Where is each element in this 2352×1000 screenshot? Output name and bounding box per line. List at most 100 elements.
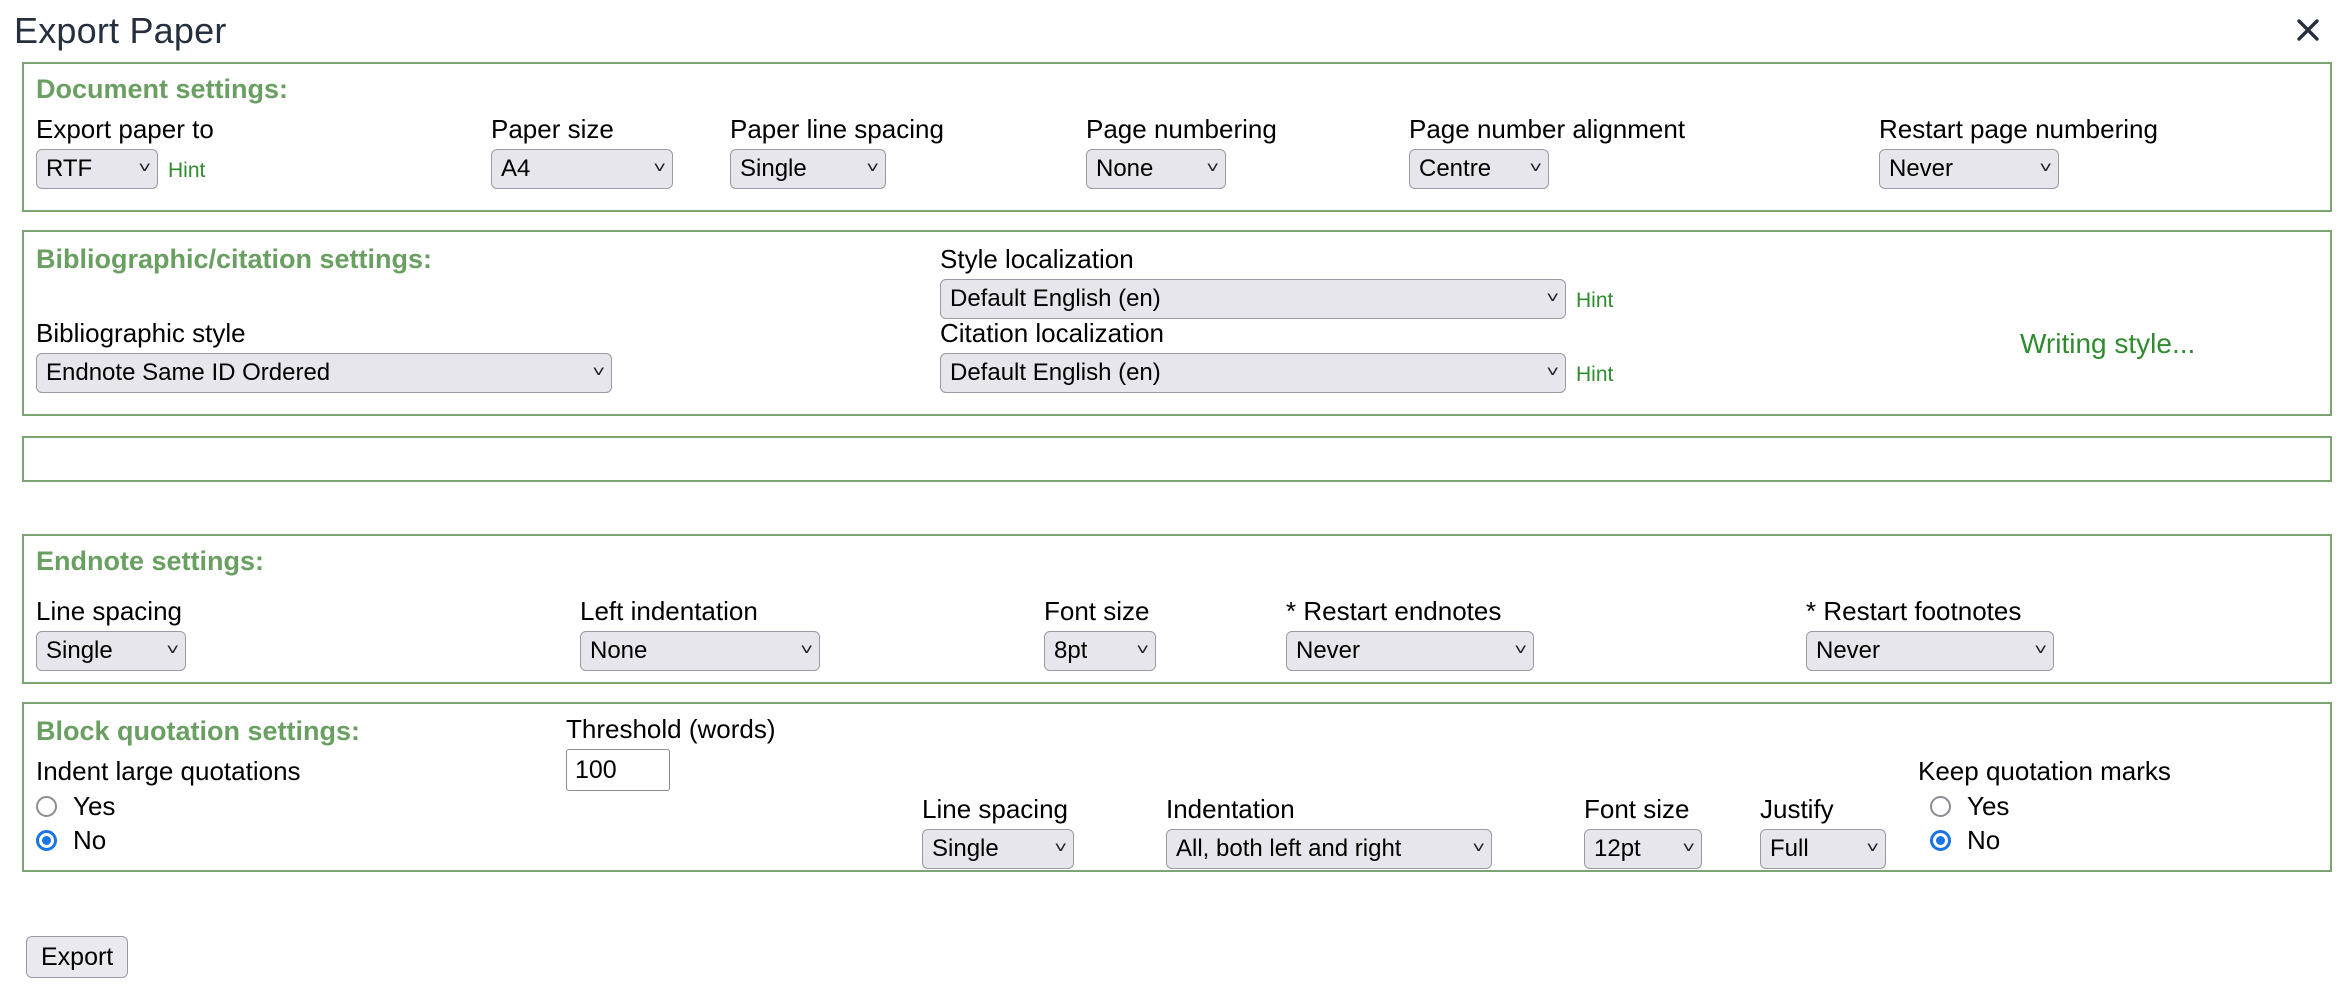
keep-quotation-marks-option-yes[interactable]: Yes (1918, 789, 2171, 823)
radio-keep-quotes-no-label[interactable]: No (1967, 824, 2001, 855)
endnote-font-size-value: 8pt (1054, 637, 1088, 665)
block-quotation-settings-heading: Block quotation settings: (36, 716, 360, 746)
restart-endnotes-value: Never (1296, 637, 1361, 665)
restart-page-numbering-select[interactable]: Never ˅ (1879, 149, 2059, 190)
style-localization-value: Default English (en) (950, 285, 1161, 313)
restart-endnotes-select[interactable]: Never ˅ (1286, 631, 1534, 672)
block-indentation-label: Indentation (1166, 794, 1295, 824)
block-justify-value: Full (1770, 835, 1809, 863)
page-number-alignment-value: Centre (1419, 155, 1492, 183)
writing-style-link[interactable]: Writing style... (2020, 328, 2196, 359)
block-quotation-settings-panel: Block quotation settings: Indent large q… (22, 702, 2332, 872)
close-icon[interactable] (2286, 8, 2330, 52)
endnote-settings-heading: Endnote settings: (36, 546, 264, 576)
paper-line-spacing-value: Single (740, 155, 807, 183)
radio-indent-yes-label[interactable]: Yes (73, 790, 116, 821)
endnote-line-spacing-select[interactable]: Single ˅ (36, 631, 186, 672)
chevron-down-icon: ˅ (800, 642, 813, 660)
page-number-alignment-label: Page number alignment (1409, 114, 1686, 144)
chevron-down-icon: ˅ (1054, 840, 1067, 858)
radio-keep-quotes-yes-label[interactable]: Yes (1967, 790, 2010, 821)
chevron-down-icon: ˅ (166, 642, 179, 660)
threshold-words-input[interactable] (566, 749, 670, 792)
endnote-font-size-label: Font size (1044, 596, 1150, 626)
page-numbering-label: Page numbering (1086, 114, 1277, 144)
chevron-down-icon: ˅ (1472, 840, 1485, 858)
export-paper-to-value: RTF (46, 155, 93, 183)
endnote-left-indentation-value: None (590, 637, 648, 665)
restart-page-numbering-value: Never (1889, 155, 1954, 183)
document-settings-heading: Document settings: (36, 74, 289, 104)
page-numbering-value: None (1096, 155, 1154, 183)
endnote-left-indentation-select[interactable]: None ˅ (580, 631, 820, 672)
paper-line-spacing-label: Paper line spacing (730, 114, 944, 144)
endnote-line-spacing-label: Line spacing (36, 596, 182, 626)
chevron-down-icon: ˅ (653, 160, 666, 178)
block-line-spacing-select[interactable]: Single ˅ (922, 829, 1074, 870)
paper-size-select[interactable]: A4 ˅ (491, 149, 673, 190)
page-number-alignment-select[interactable]: Centre ˅ (1409, 149, 1549, 190)
restart-page-numbering-label: Restart page numbering (1879, 114, 2158, 144)
style-localization-label: Style localization (940, 244, 1134, 274)
paper-line-spacing-select[interactable]: Single ˅ (730, 149, 886, 190)
indent-large-quotations-option-no[interactable]: No (36, 823, 301, 857)
block-justify-select[interactable]: Full ˅ (1760, 829, 1886, 870)
radio-keep-quotes-yes[interactable] (1930, 795, 1951, 817)
endnote-settings-panel: Endnote settings: Line spacing Single ˅ … (22, 534, 2332, 684)
window-titlebar: Export Paper (0, 0, 2352, 62)
chevron-down-icon: ˅ (1866, 840, 1879, 858)
chevron-down-icon: ˅ (1206, 160, 1219, 178)
style-localization-hint-link[interactable]: Hint (1576, 289, 1614, 313)
chevron-down-icon: ˅ (2034, 642, 2047, 660)
block-line-spacing-label: Line spacing (922, 794, 1068, 824)
endnote-line-spacing-value: Single (46, 637, 113, 665)
block-font-size-select[interactable]: 12pt ˅ (1584, 829, 1702, 870)
chevron-down-icon: ˅ (1682, 840, 1695, 858)
endnote-left-indentation-label: Left indentation (580, 596, 758, 626)
paper-size-label: Paper size (491, 114, 614, 144)
export-paper-to-hint-link[interactable]: Hint (168, 159, 206, 183)
document-settings-panel: Document settings: Export paper to RTF ˅… (22, 62, 2332, 212)
keep-quotation-marks-option-no[interactable]: No (1918, 823, 2171, 857)
block-font-size-label: Font size (1584, 794, 1690, 824)
chevron-down-icon: ˅ (1529, 160, 1542, 178)
export-paper-to-label: Export paper to (36, 114, 214, 144)
citation-localization-select[interactable]: Default English (en) ˅ (940, 353, 1566, 394)
style-localization-select[interactable]: Default English (en) ˅ (940, 279, 1566, 320)
threshold-words-label: Threshold (words) (566, 714, 776, 744)
bibliographic-style-label: Bibliographic style (36, 318, 246, 348)
indent-large-quotations-option-yes[interactable]: Yes (36, 789, 301, 823)
keep-quotation-marks-label: Keep quotation marks (1918, 756, 2171, 786)
radio-indent-no-label[interactable]: No (73, 824, 107, 855)
bibliographic-style-select[interactable]: Endnote Same ID Ordered ˅ (36, 353, 612, 394)
bibliographic-settings-heading: Bibliographic/citation settings: (36, 244, 433, 274)
endnote-font-size-select[interactable]: 8pt ˅ (1044, 631, 1156, 672)
page-numbering-select[interactable]: None ˅ (1086, 149, 1226, 190)
chevron-down-icon: ˅ (1546, 290, 1559, 308)
block-justify-label: Justify (1760, 794, 1834, 824)
block-indentation-select[interactable]: All, both left and right ˅ (1166, 829, 1492, 870)
chevron-down-icon: ˅ (866, 160, 879, 178)
paper-size-value: A4 (501, 155, 531, 183)
indent-large-quotations-label: Indent large quotations (36, 756, 301, 786)
chevron-down-icon: ˅ (1546, 364, 1559, 382)
export-paper-to-select[interactable]: RTF ˅ (36, 149, 158, 190)
chevron-down-icon: ˅ (138, 160, 151, 178)
page-title: Export Paper (14, 10, 227, 51)
restart-footnotes-value: Never (1816, 637, 1881, 665)
block-font-size-value: 12pt (1594, 835, 1641, 863)
block-indentation-value: All, both left and right (1176, 835, 1402, 863)
citation-localization-label: Citation localization (940, 318, 1165, 348)
radio-keep-quotes-no[interactable] (1930, 829, 1951, 851)
export-button[interactable]: Export (26, 936, 129, 978)
restart-footnotes-select[interactable]: Never ˅ (1806, 631, 2054, 672)
citation-localization-value: Default English (en) (950, 359, 1161, 387)
radio-indent-yes[interactable] (36, 795, 57, 817)
bibliographic-settings-panel: Bibliographic/citation settings: Bibliog… (22, 230, 2332, 416)
citation-localization-hint-link[interactable]: Hint (1576, 363, 1614, 387)
restart-footnotes-label: * Restart footnotes (1806, 596, 2022, 626)
radio-indent-no[interactable] (36, 829, 57, 851)
restart-endnotes-label: * Restart endnotes (1286, 596, 1502, 626)
chevron-down-icon: ˅ (1136, 642, 1149, 660)
chevron-down-icon: ˅ (592, 364, 605, 382)
